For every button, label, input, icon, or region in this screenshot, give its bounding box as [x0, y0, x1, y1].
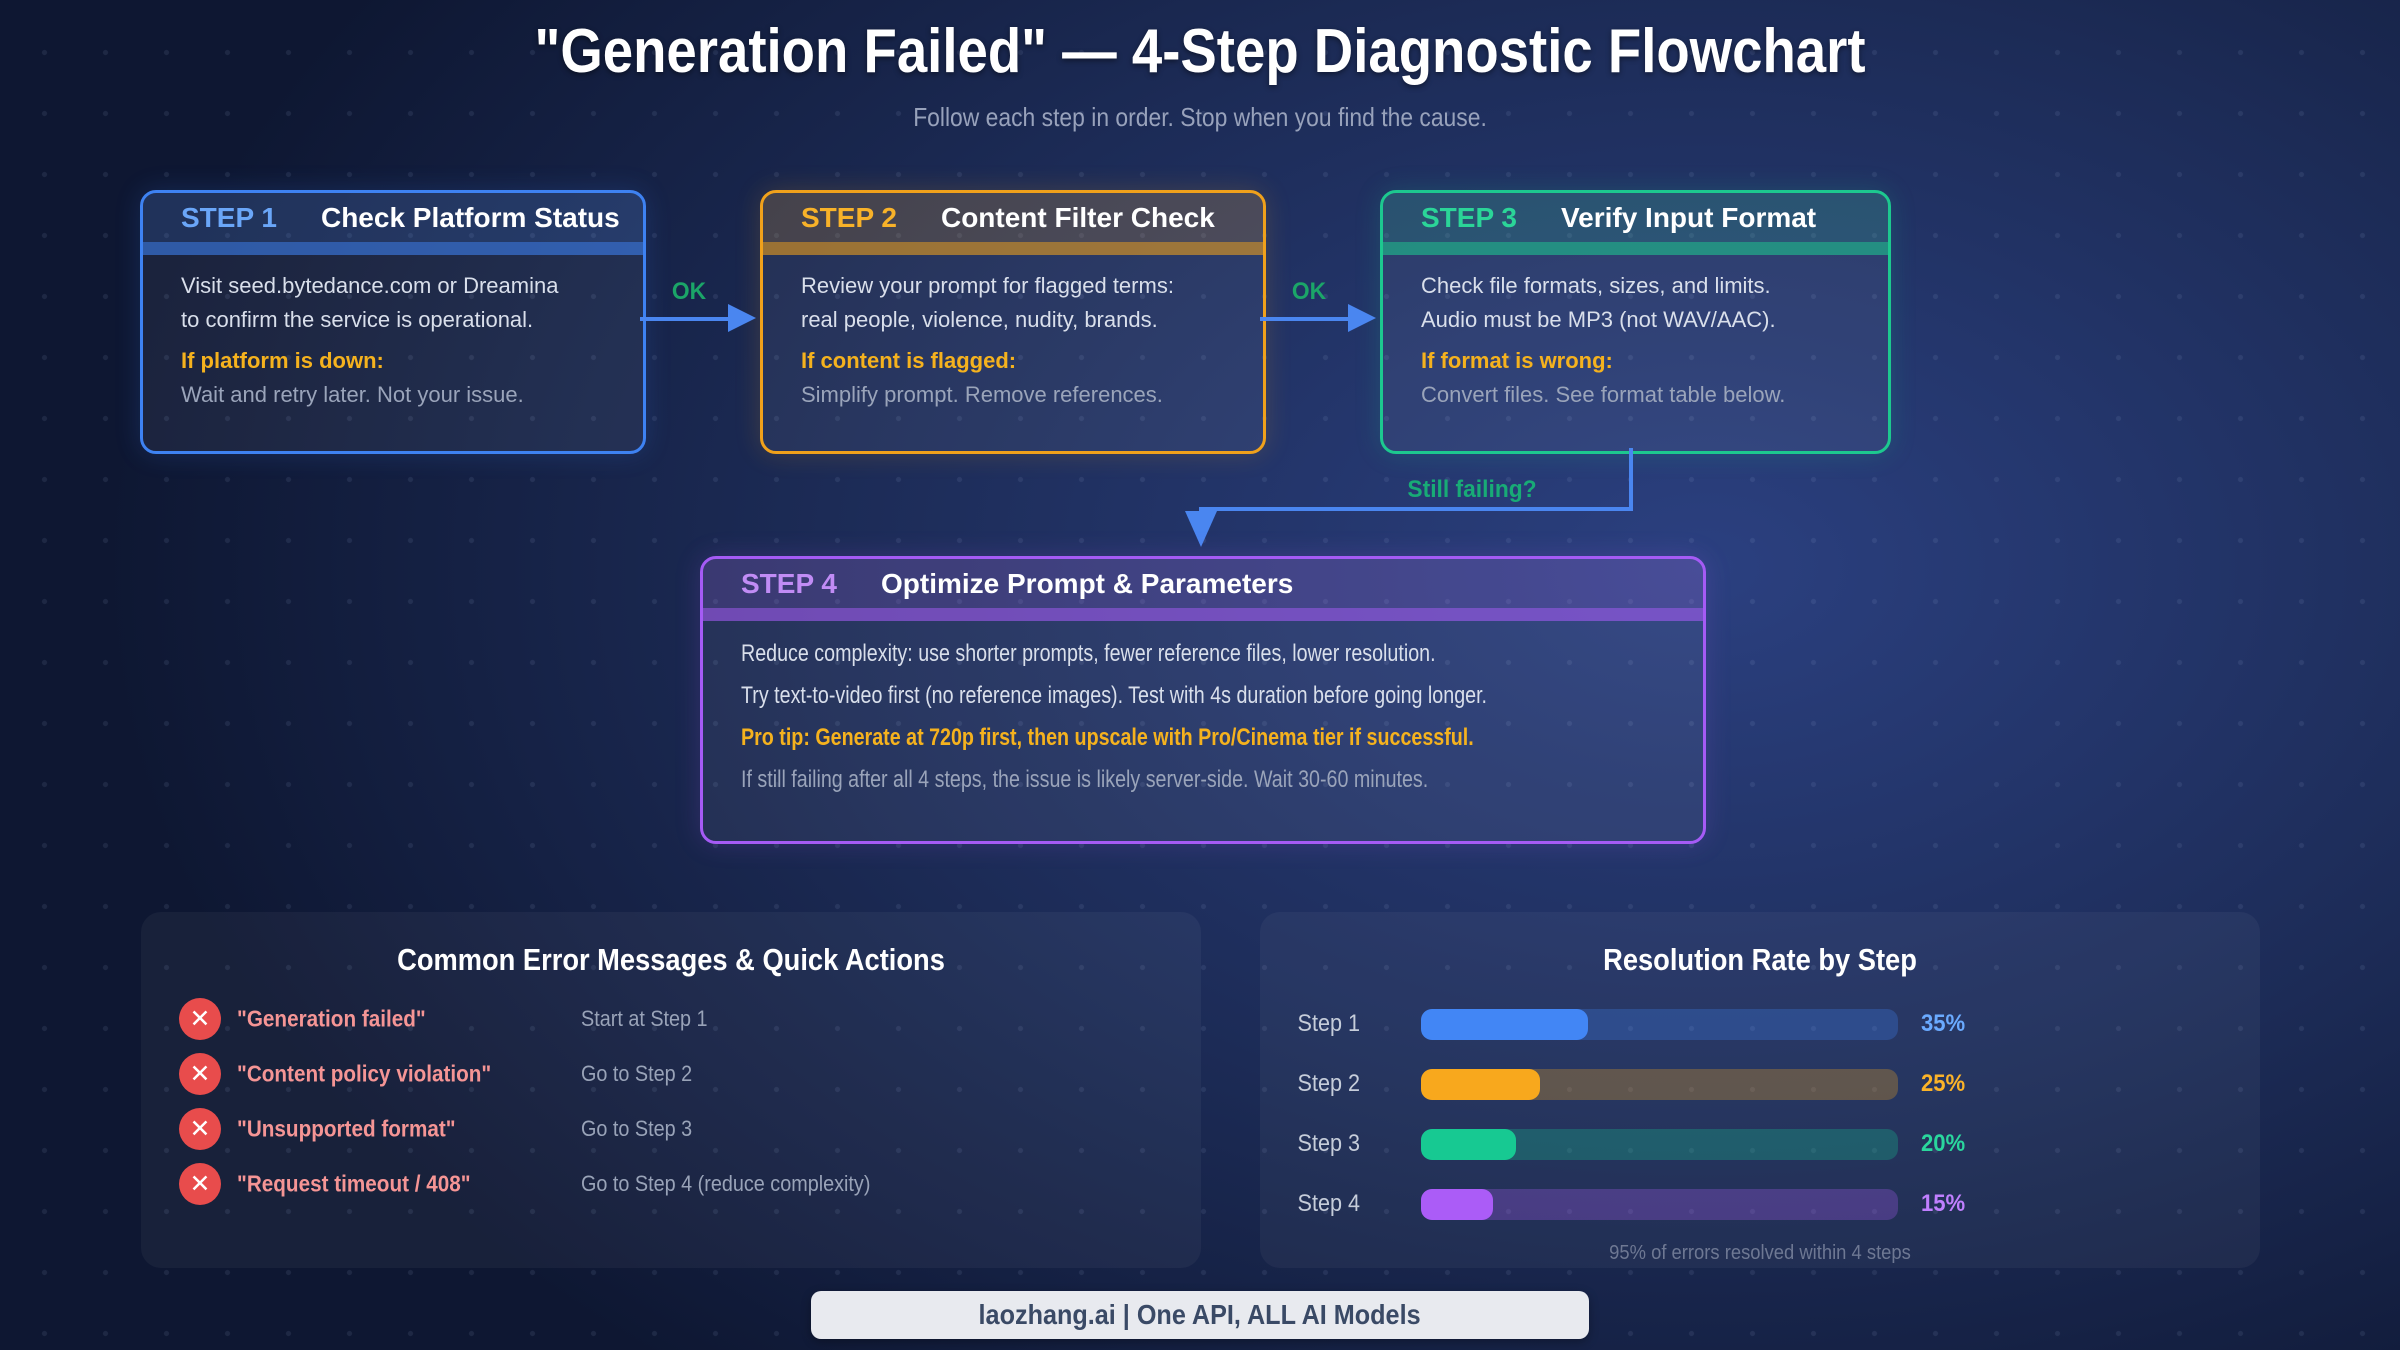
bar-chart: Step 1 35% Step 2 25% Step 3 20% Step 4 … — [1260, 994, 2260, 1234]
ok-connector-label-1: OK — [671, 278, 707, 305]
chart-caption: 95% of errors resolved within 4 steps — [1609, 1242, 1911, 1264]
chart-bar-row: Step 2 25% — [1260, 1054, 2260, 1114]
step-2-text-line: real people, violence, nudity, brands. — [801, 307, 1158, 332]
errors-panel-title: Common Error Messages & Quick Actions — [397, 942, 945, 977]
bar-label: Step 2 — [1297, 1070, 1360, 1097]
footer-brand-text: laozhang.ai | One API, ALL AI Models — [978, 1299, 1422, 1330]
step-2-title: Content Filter Check — [940, 201, 1215, 233]
error-row: ✕ "Request timeout / 408" Go to Step 4 (… — [141, 1156, 1201, 1211]
step-1-highlight: If platform is down: — [181, 348, 384, 373]
step-2-text-line: Review your prompt for flagged terms: — [801, 273, 1174, 298]
bar-fill-step-4 — [1421, 1188, 1493, 1220]
page-title: "Generation Failed" — 4-Step Diagnostic … — [534, 17, 1866, 86]
step-1-title: Check Platform Status — [320, 201, 620, 233]
step-3-box: STEP 3 Verify Input Format Check file fo… — [1380, 190, 1891, 454]
step-4-accent-band — [703, 608, 1703, 621]
bar-value: 35% — [1921, 1010, 1966, 1037]
step-3-highlight: If format is wrong: — [1421, 348, 1613, 373]
bar-fill-step-3 — [1421, 1128, 1517, 1160]
step-1-text-line: Visit seed.bytedance.com or Dreamina — [181, 273, 559, 298]
chart-title: Resolution Rate by Step — [1603, 942, 1917, 977]
error-row: ✕ "Unsupported format" Go to Step 3 — [141, 1101, 1201, 1156]
error-message: "Generation failed" — [237, 1005, 426, 1031]
step-4-note: If still failing after all 4 steps, the … — [741, 766, 1429, 793]
error-action: Go to Step 4 (reduce complexity) — [581, 1170, 871, 1196]
chart-bar-row: Step 4 15% — [1260, 1174, 2260, 1234]
step-4-text-line: Try text-to-video first (no reference im… — [741, 682, 1488, 709]
arrow-right-icon — [728, 304, 756, 332]
resolution-rate-panel: Resolution Rate by Step Step 1 35% Step … — [1260, 912, 2260, 1268]
error-row: ✕ "Generation failed" Start at Step 1 — [141, 991, 1201, 1046]
error-message: "Request timeout / 408" — [237, 1170, 471, 1196]
step-2-accent-band — [763, 242, 1263, 255]
error-action: Start at Step 1 — [581, 1005, 708, 1031]
bar-label: Step 4 — [1297, 1190, 1360, 1217]
step-2-label: STEP 2 — [801, 201, 897, 233]
page-subtitle: Follow each step in order. Stop when you… — [913, 102, 1487, 132]
chart-bar-row: Step 3 20% — [1260, 1114, 2260, 1174]
still-failing-label: Still failing? — [1407, 476, 1537, 503]
error-row: ✕ "Content policy violation" Go to Step … — [141, 1046, 1201, 1101]
step-1-label: STEP 1 — [181, 201, 277, 233]
step-3-text-line: Check file formats, sizes, and limits. — [1421, 273, 1771, 298]
bar-label: Step 1 — [1297, 1010, 1360, 1037]
footer-brand-badge[interactable]: laozhang.ai | One API, ALL AI Models — [811, 1291, 1589, 1339]
step-4-body: Reduce complexity: use shorter prompts, … — [703, 621, 1703, 795]
step-1-box: STEP 1 Check Platform Status Visit seed.… — [140, 190, 646, 454]
step-3-body: Check file formats, sizes, and limits. A… — [1383, 255, 1888, 410]
bar-fill-step-1 — [1421, 1008, 1588, 1040]
step-3-label: STEP 3 — [1421, 201, 1517, 233]
chart-bar-row: Step 1 35% — [1260, 994, 2260, 1054]
bar-track-step-4 — [1421, 1188, 1898, 1220]
step-2-highlight: If content is flagged: — [801, 348, 1017, 373]
bar-value: 25% — [1921, 1070, 1966, 1097]
step-4-text-line: Reduce complexity: use shorter prompts, … — [741, 640, 1436, 667]
error-action: Go to Step 2 — [581, 1060, 693, 1086]
error-message: "Content policy violation" — [237, 1060, 492, 1086]
step-3-accent-band — [1383, 242, 1888, 255]
error-x-icon: ✕ — [179, 1162, 221, 1205]
step-3-header: STEP 3 Verify Input Format — [1383, 193, 1888, 255]
step-4-label: STEP 4 — [741, 567, 837, 599]
arrow-step2-step3 — [1260, 317, 1352, 321]
step-2-note: Simplify prompt. Remove references. — [801, 382, 1163, 407]
bar-value: 20% — [1921, 1130, 1966, 1157]
arrow-down-icon — [1185, 511, 1217, 547]
step-2-body: Review your prompt for flagged terms: re… — [763, 255, 1263, 410]
bar-track-step-2 — [1421, 1068, 1898, 1100]
step-1-accent-band — [143, 242, 643, 255]
bar-label: Step 3 — [1297, 1130, 1360, 1157]
connector-step3-down — [1629, 448, 1633, 510]
step-3-text-line: Audio must be MP3 (not WAV/AAC). — [1421, 307, 1776, 332]
bar-track-step-3 — [1421, 1128, 1898, 1160]
error-x-icon: ✕ — [179, 997, 221, 1040]
common-errors-panel: Common Error Messages & Quick Actions ✕ … — [141, 912, 1201, 1268]
step-1-note: Wait and retry later. Not your issue. — [181, 382, 524, 407]
step-4-title: Optimize Prompt & Parameters — [880, 567, 1294, 599]
arrow-right-icon — [1348, 304, 1376, 332]
connector-step3-step4 — [1199, 507, 1633, 511]
step-3-note: Convert files. See format table below. — [1421, 382, 1786, 407]
bar-fill-step-2 — [1421, 1068, 1541, 1100]
step-4-box: STEP 4 Optimize Prompt & Parameters Redu… — [700, 556, 1706, 844]
step-3-title: Verify Input Format — [1560, 201, 1817, 233]
step-4-protip: Pro tip: Generate at 720p first, then up… — [741, 724, 1474, 751]
error-x-icon: ✕ — [179, 1107, 221, 1150]
step-2-header: STEP 2 Content Filter Check — [763, 193, 1263, 255]
error-message: "Unsupported format" — [237, 1115, 456, 1141]
step-2-box: STEP 2 Content Filter Check Review your … — [760, 190, 1266, 454]
bar-value: 15% — [1921, 1190, 1966, 1217]
step-1-header: STEP 1 Check Platform Status — [143, 193, 643, 255]
arrow-step1-step2 — [640, 317, 732, 321]
step-1-body: Visit seed.bytedance.com or Dreamina to … — [143, 255, 643, 410]
step-1-text-line: to confirm the service is operational. — [181, 307, 534, 332]
error-action: Go to Step 3 — [581, 1115, 693, 1141]
step-4-header: STEP 4 Optimize Prompt & Parameters — [703, 559, 1703, 621]
error-x-icon: ✕ — [179, 1052, 221, 1095]
bar-track-step-1 — [1421, 1008, 1898, 1040]
error-list: ✕ "Generation failed" Start at Step 1 ✕ … — [141, 991, 1201, 1211]
ok-connector-label-2: OK — [1291, 278, 1327, 305]
